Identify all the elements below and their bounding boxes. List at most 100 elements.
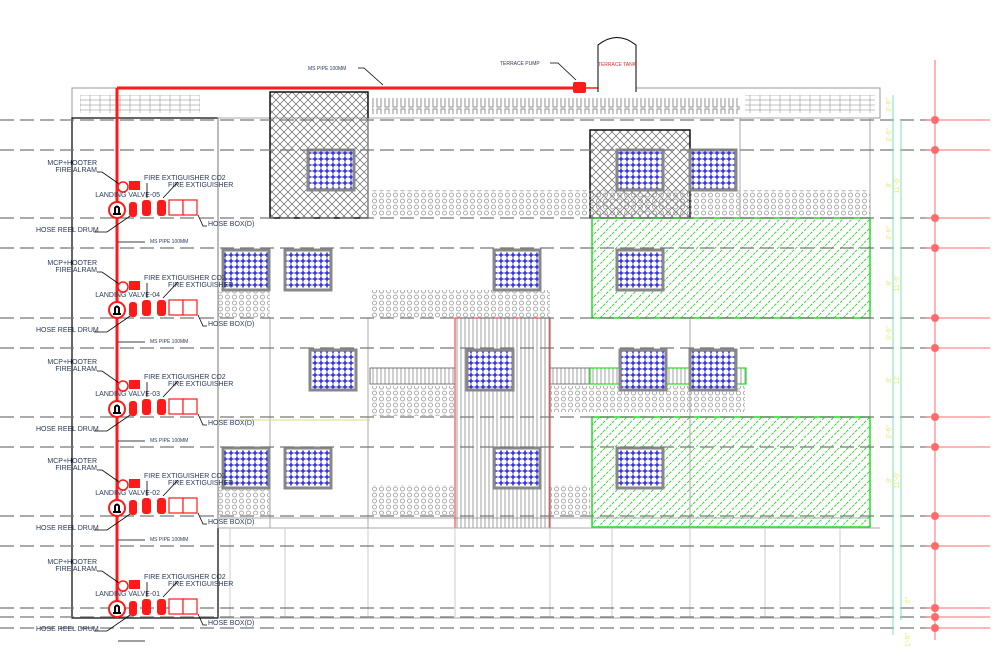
fire-riser-system: TERRACE TANK MS PIPE 100MM TERRACE PUMP [115,37,637,612]
ms-pipe-riser [115,86,585,612]
dimension-label: 3'-6" [886,425,893,439]
co2-extinguisher-icon [142,599,151,615]
hose-box-icon [168,199,184,216]
hose-box-icon [168,299,184,316]
hooter-icon [117,380,129,392]
hose-box-label: HOSE BOX(D) [208,420,254,427]
co2-extinguisher-icon [142,498,151,514]
hooter-label: MCP+HOOTER [47,160,97,167]
railing-3b [549,367,591,385]
window [283,248,333,292]
hooter-label: MCP+HOOTER [47,359,97,366]
co2-extinguisher-label: FIRE EXTIGUISHER CO2 [144,574,226,581]
parapet-railing [372,98,740,114]
co2-extinguisher-label: FIRE EXTIGUISHER CO2 [144,374,226,381]
hose-reel-drum-label: HOSE REEL DRUM [36,327,99,334]
hose-box-label: HOSE BOX(D) [208,321,254,328]
terrace-tank-label: TERRACE TANK [598,62,637,68]
dimension-label: 11'-6" [894,471,901,489]
dimension-label: 11'-6" [894,176,901,194]
extinguisher-label: FIRE EXTIGUISHER [168,282,233,289]
fire-alarm-label: FIRE ALRAM [55,366,97,373]
pipe-label: MS PIPE 100MM [150,537,188,543]
landing-valve-icon [108,600,126,618]
brick-panel-right [745,95,875,113]
extinguisher-icon [157,399,166,415]
hose-box-icon [168,497,184,514]
dimension-label: 8' [886,477,893,482]
window [615,446,665,490]
level-lines [0,60,990,640]
fire-alarm-label: FIRE ALRAM [55,465,97,472]
window [688,148,738,192]
fire-alarm-panel-icon [129,479,140,488]
terrace-pump-label: TERRACE PUMP [500,61,540,67]
dimension-label: 6" [905,596,912,603]
fire-alarm-panel-icon [129,380,140,389]
balcony-band-2b [370,485,455,515]
hose-box-icon [182,598,198,615]
hose-reel-drum-label: HOSE REEL DRUM [36,227,99,234]
balcony-band-2 [218,485,270,515]
extinguisher-label: FIRE EXTIGUISHER [168,381,233,388]
building-elevation [71,87,881,619]
window [615,148,665,192]
hooter-icon [117,181,129,193]
hose-reel-drum-icon [129,601,137,616]
pipe-top-label: MS PIPE 100MM [308,66,346,72]
extinguisher-icon [157,498,166,514]
extinguisher-label: FIRE EXTIGUISHER [168,581,233,588]
pipe-label: MS PIPE 100MM [150,339,188,345]
window [492,446,542,490]
pipe-label: MS PIPE 100MM [150,438,188,444]
co2-extinguisher-icon [142,200,151,216]
dimension-label: 1'-6" [905,633,912,647]
hooter-label: MCP+HOOTER [47,559,97,566]
hose-box-label: HOSE BOX(D) [208,519,254,526]
hose-reel-drum-icon [129,500,137,515]
dimension-label: 3'-6" [886,226,893,240]
extinguisher-icon [157,300,166,316]
balcony-band-3 [370,386,455,416]
balcony-band-4 [218,290,270,318]
landing-valve-label: LANDING VALVE-04 [95,292,160,299]
hose-box-icon [182,299,198,316]
landing-valve-label: LANDING VALVE-05 [95,192,160,199]
window [283,446,333,490]
hose-box-icon [168,598,184,615]
co2-extinguisher-label: FIRE EXTIGUISHER CO2 [144,275,226,282]
co2-extinguisher-icon [142,399,151,415]
hose-reel-drum-label: HOSE REEL DRUM [36,626,99,633]
dimension-label: 8' [886,182,893,187]
extinguisher-icon [157,200,166,216]
window [308,348,358,392]
railing-3 [369,367,456,385]
window [492,248,542,292]
hooter-icon [117,479,129,491]
window [618,348,668,392]
fire-alarm-panel-icon [129,281,140,290]
hose-box-icon [182,497,198,514]
hose-box-icon [182,398,198,415]
hooter-icon [117,580,129,592]
window [221,446,271,490]
fire-alarm-label: FIRE ALRAM [55,167,97,174]
terrace-tank [597,37,637,92]
co2-extinguisher-label: FIRE EXTIGUISHER CO2 [144,175,226,182]
landing-valve-icon [108,400,126,418]
extinguisher-label: FIRE EXTIGUISHER [168,480,233,487]
hose-box-icon [168,398,184,415]
hose-box-label: HOSE BOX(D) [208,620,254,627]
balcony-band-4b [370,290,550,318]
dimension-label: 8' [886,280,893,285]
hose-box-icon [182,199,198,216]
window [688,348,738,392]
landing-valve-label: LANDING VALVE-03 [95,391,160,398]
